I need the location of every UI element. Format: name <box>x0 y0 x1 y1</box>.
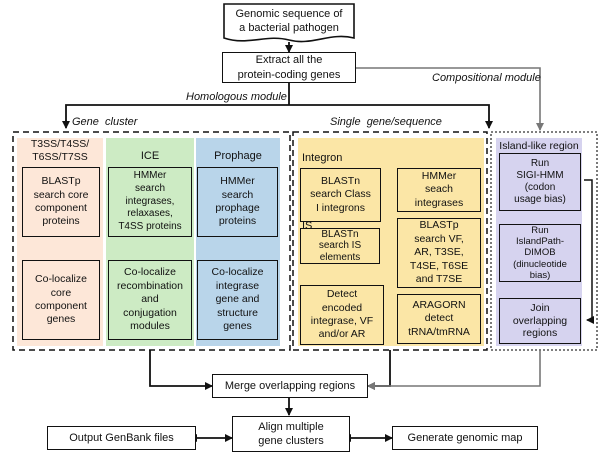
arrow-island-to-merge <box>367 350 541 390</box>
compositional-module-label: Compositional module <box>432 72 541 84</box>
align-clusters-box: Align multiple gene clusters <box>232 416 350 452</box>
merge-overlapping-text: Merge overlapping regions <box>224 379 356 392</box>
output-genbank-text: Output GenBank files <box>69 431 174 444</box>
ice-colocalize-box: Co-localize recombination and conjugatio… <box>108 260 192 340</box>
is-label: IS <box>302 220 313 232</box>
ice-hmmer-box: HMMer search integrases, relaxases, T4SS… <box>108 167 192 237</box>
gene-cluster-label: Gene cluster <box>72 116 138 128</box>
arrow-single-to-merge <box>367 350 391 390</box>
blastp-vf-box: BLASTp search VF, AR, T3SE, T4SE, T6SE a… <box>397 218 481 288</box>
sigi-hmm-box: Run SIGI-HMM (codon usage bias) <box>499 153 581 211</box>
blastn-integron-box: BLASTn search Class I integrons <box>300 168 381 222</box>
single-gene-label: Single gene/sequence <box>330 116 442 128</box>
genome-document-shape <box>223 3 355 43</box>
prophage-colocalize-box: Co-localize integrase gene and structure… <box>197 260 278 340</box>
prophage-hmmer-box: HMMer search prophage proteins <box>197 167 278 237</box>
arrow-cluster-to-merge <box>149 350 213 390</box>
gene-cluster-region <box>12 131 291 351</box>
integron-label: Integron <box>302 152 343 164</box>
single-gene-region <box>292 131 488 351</box>
t3ss-blastp-box: BLASTp search core component proteins <box>22 167 100 237</box>
output-genbank-box: Output GenBank files <box>47 426 196 450</box>
island-region <box>490 131 598 351</box>
ice-title: ICE <box>140 150 160 162</box>
hmmer-integrases-box: HMMer seach integrases <box>397 168 481 212</box>
genomic-map-text: Generate genomic map <box>407 431 523 444</box>
islandpath-box: Run IslandPath-DIMOB (dinucleotide bias) <box>499 224 581 282</box>
connector-homologous-branch <box>65 104 490 125</box>
genome-sequence-box: Genomic sequence of a bacterial pathogen <box>224 4 354 38</box>
merge-overlapping-box: Merge overlapping regions <box>212 374 368 398</box>
arrow-compositional <box>356 67 544 131</box>
aragorn-box: ARAGORN detect tRNA/tmRNA <box>397 294 481 344</box>
extract-genes-box: Extract all the protein-coding genes <box>222 52 356 83</box>
blastn-is-box: BLASTn search IS elements <box>300 228 380 264</box>
t3ss-colocalize-box: Co-localize core component genes <box>22 260 100 340</box>
extract-genes-text: Extract all the protein-coding genes <box>237 54 341 81</box>
t3ss-title: T3SS/T4SS/ T6SS/T7SS <box>30 138 90 163</box>
arrow-sigi-to-join <box>584 179 594 324</box>
detect-encoded-box: Detect encoded integrase, VF and/or AR <box>300 285 384 345</box>
align-clusters-text: Align multiple gene clusters <box>258 420 324 447</box>
island-title: Island-like region <box>499 140 579 152</box>
join-overlapping-box: Join overlapping regions <box>499 298 581 344</box>
genome-sequence-text: Genomic sequence of a bacterial pathogen <box>235 7 343 34</box>
homologous-module-label: Homologous module <box>186 91 287 103</box>
prophage-title: Prophage <box>214 150 262 162</box>
genomic-map-box: Generate genomic map <box>392 426 538 450</box>
